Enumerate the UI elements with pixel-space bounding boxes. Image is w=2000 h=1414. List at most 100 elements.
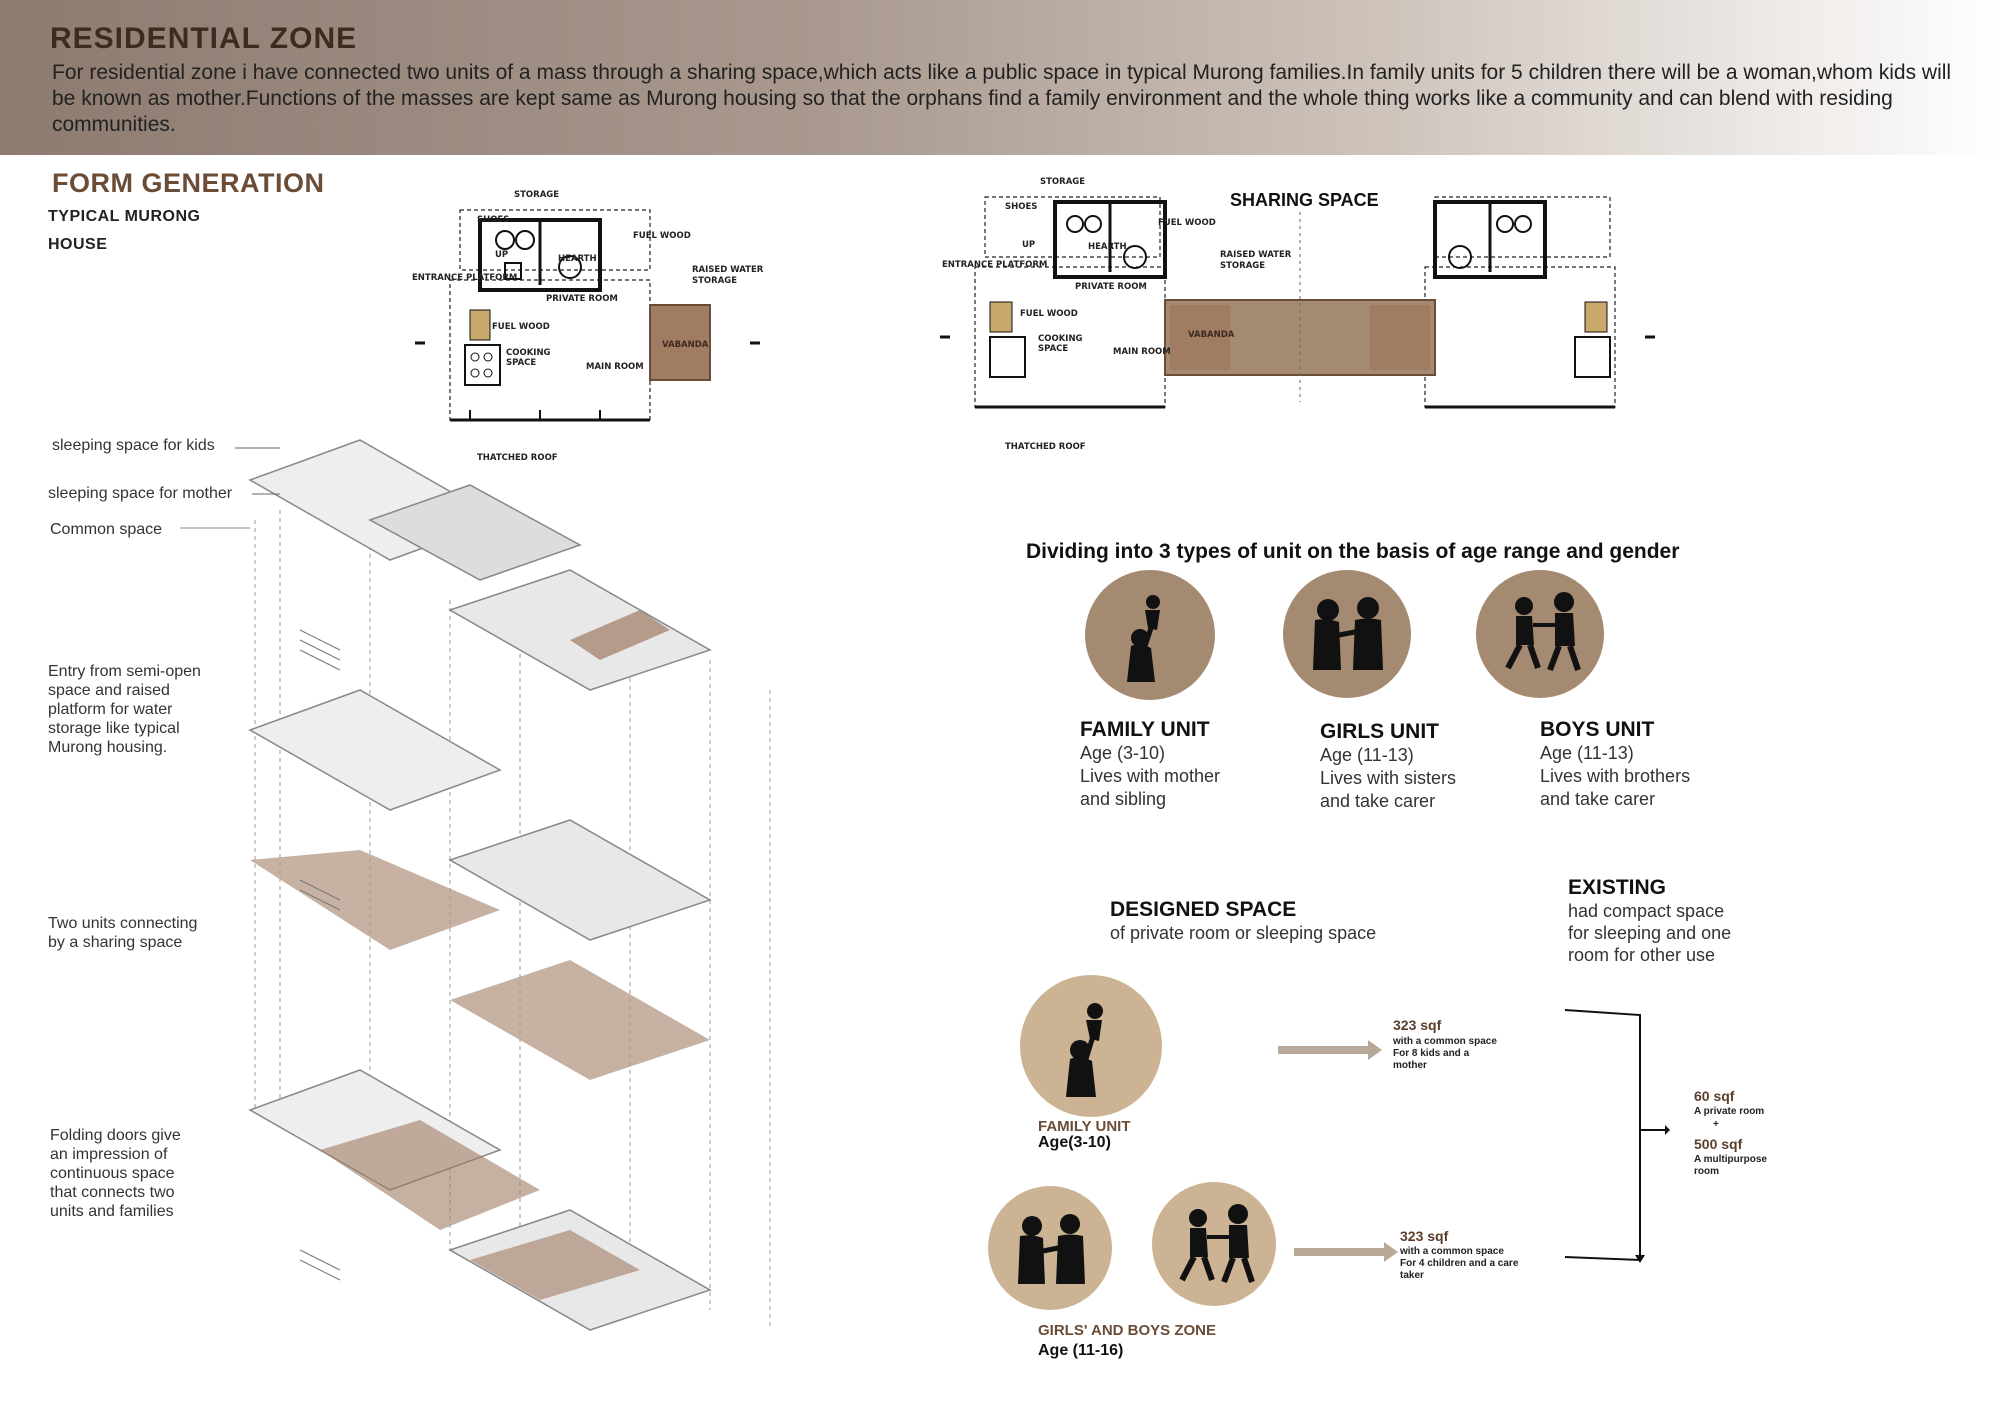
sharing-space-plan: SHARING SPACE STORAGE SHOES UP FUEL WOOD…	[930, 172, 1670, 462]
note-sleeping-kids: sleeping space for kids	[52, 437, 215, 454]
existing-desc: room for other use	[1568, 945, 1716, 965]
gb-zone-label: GIRLS' AND BOYS ZONE	[1038, 1322, 1217, 1339]
dividing-title: Dividing into 3 types of unit on the bas…	[1026, 540, 1680, 563]
note-two-units: Two units connecting by a sharing space	[48, 914, 197, 952]
family-unit-text: FAMILY UNIT Age (3-10) Lives with mother…	[1080, 718, 1220, 811]
exploded-axonometric-drawing	[248, 439, 771, 1331]
note-sleeping-mother: sleeping space for mother	[48, 485, 233, 502]
plan1-storage: STORAGE	[514, 190, 560, 200]
existing-value-2-desc: A multipurpose room	[1694, 1154, 1767, 1178]
family-unit-age: Age (3-10)	[1080, 743, 1166, 763]
plan2-hearth: HEARTH	[1088, 242, 1127, 252]
plan2-storage: STORAGE	[1040, 177, 1086, 187]
note-two-units-line: Two units connecting	[48, 915, 198, 932]
note-leader-lines	[180, 447, 280, 529]
existing-value-2-desc-line: room	[1694, 1166, 1719, 1177]
plan2-cooking: COOKING	[1038, 334, 1083, 344]
girls-unit-desc: and take carer	[1320, 791, 1436, 811]
note-folding-line: Folding doors give	[50, 1127, 181, 1144]
note-folding: Folding doors give an impression of cont…	[50, 1126, 181, 1221]
plan2-fuel-wood: FUEL WOOD	[1158, 218, 1216, 228]
family-zone-desc-line: with a common space	[1393, 1036, 1497, 1047]
note-entry: Entry from semi-open space and raised pl…	[48, 662, 201, 757]
existing-value-1: 60 sqf	[1694, 1088, 1735, 1104]
sharing-space-title: SHARING SPACE	[1230, 190, 1379, 210]
boys-unit-desc: Lives with brothers	[1540, 766, 1691, 786]
girls-unit-circle	[1283, 570, 1411, 698]
plan1-private-room: PRIVATE ROOM	[546, 294, 618, 304]
plan1-fuel-wood2: FUEL WOOD	[492, 322, 550, 332]
plan1-hearth: HEARTH	[558, 254, 597, 264]
note-entry-line: space and raised	[48, 682, 170, 699]
plan1-main-room: MAIN ROOM	[586, 362, 644, 372]
plan2-raised-water: RAISED WATER	[1220, 250, 1292, 260]
boys-unit-name: BOYS UNIT	[1540, 718, 1655, 741]
note-folding-line: that connects two	[50, 1184, 175, 1201]
plan2-fuel-wood2: FUEL WOOD	[1020, 309, 1078, 319]
boys-icon	[1505, 592, 1581, 672]
plan1-thatched-roof: THATCHED ROOF	[477, 453, 558, 463]
plan1-vabanda: VABANDA	[662, 340, 709, 350]
family-zone-desc: with a common space For 8 kids and a mot…	[1393, 1036, 1497, 1072]
typical-house-plan-drawing	[415, 209, 760, 422]
gb-zone-desc-line: taker	[1400, 1270, 1424, 1281]
designed-space-title: DESIGNED SPACE	[1110, 898, 1297, 921]
designed-space-desc: of private room or sleeping space	[1110, 923, 1377, 943]
note-entry-line: storage like typical	[48, 720, 180, 737]
designed-space-block: DESIGNED SPACE of private room or sleepi…	[1110, 898, 1376, 944]
plan1-cooking: COOKING	[506, 348, 551, 358]
plan2-private-room: PRIVATE ROOM	[1075, 282, 1147, 292]
mother-child-icon	[1127, 595, 1160, 682]
note-two-units-line: by a sharing space	[48, 934, 183, 951]
family-unit-desc: Lives with mother	[1080, 766, 1221, 786]
plan2-main-room: MAIN ROOM	[1113, 347, 1171, 357]
girls-unit-name: GIRLS UNIT	[1320, 720, 1439, 743]
gb-zone-girls-circle	[988, 1186, 1112, 1310]
house-label: HOUSE	[48, 236, 108, 253]
existing-value-2-desc-line: A multipurpose	[1694, 1154, 1767, 1165]
plan1-shoes: SHOES	[477, 215, 510, 225]
plan2-entrance-platform: ENTRANCE PLATFORM	[942, 260, 1048, 270]
family-unit-circle	[1085, 570, 1215, 700]
family-zone-age: Age(3-10)	[1038, 1134, 1111, 1151]
existing-block: EXISTING had compact space for sleeping …	[1568, 876, 1731, 966]
note-entry-line: platform for water	[48, 701, 173, 718]
page-title: RESIDENTIAL ZONE	[50, 22, 358, 55]
gb-zone-desc: with a common space For 4 children and a…	[1400, 1246, 1518, 1282]
family-unit-name: FAMILY UNIT	[1080, 718, 1210, 741]
family-zone-arrow	[1278, 1046, 1368, 1054]
plan1-space: SPACE	[506, 358, 537, 368]
gb-zone-sqf: 323 sqf	[1400, 1228, 1449, 1244]
existing-bracket	[1564, 1009, 1670, 1263]
girls-icon	[1018, 1214, 1085, 1284]
plan2-space: SPACE	[1038, 344, 1069, 354]
plan1-fuel-wood: FUEL WOOD	[633, 231, 691, 241]
plan2-storage2: STORAGE	[1220, 261, 1266, 271]
family-unit-desc: and sibling	[1080, 789, 1167, 809]
boys-icon	[1179, 1204, 1255, 1284]
family-zone-desc-line: mother	[1393, 1060, 1427, 1071]
existing-desc: for sleeping and one	[1568, 923, 1732, 943]
note-entry-line: Murong housing.	[48, 739, 168, 756]
boys-unit-desc: and take carer	[1540, 789, 1656, 809]
girls-icon	[1313, 597, 1383, 670]
family-zone-sqf: 323 sqf	[1393, 1017, 1442, 1033]
note-folding-line: an impression of	[50, 1146, 168, 1163]
boys-unit-age: Age (11-13)	[1540, 743, 1634, 763]
page-description: For residential zone i have connected tw…	[52, 61, 1952, 136]
family-zone-desc-line: For 8 kids and a	[1393, 1048, 1470, 1059]
exploded-axonometric	[240, 430, 820, 1400]
existing-value-2: 500 sqf	[1694, 1136, 1743, 1152]
existing-desc: had compact space	[1568, 901, 1725, 921]
note-common-space: Common space	[50, 521, 163, 538]
gb-zone-desc-line: For 4 children and a care	[1400, 1258, 1519, 1269]
typical-murong-label: TYPICAL MURONG	[48, 208, 201, 225]
plan1-storage2: STORAGE	[692, 276, 738, 286]
note-folding-line: continuous space	[50, 1165, 175, 1182]
typical-house-plan: STORAGE SHOES UP FUEL WOOD HEARTH RAISED…	[400, 185, 780, 470]
note-entry-line: Entry from semi-open	[48, 663, 201, 680]
girls-unit-text: GIRLS UNIT Age (11-13) Lives with sister…	[1320, 720, 1456, 813]
plan2-thatched-roof: THATCHED ROOF	[1005, 442, 1086, 452]
existing-title: EXISTING	[1568, 876, 1667, 899]
form-generation-title: FORM GENERATION	[52, 168, 325, 198]
